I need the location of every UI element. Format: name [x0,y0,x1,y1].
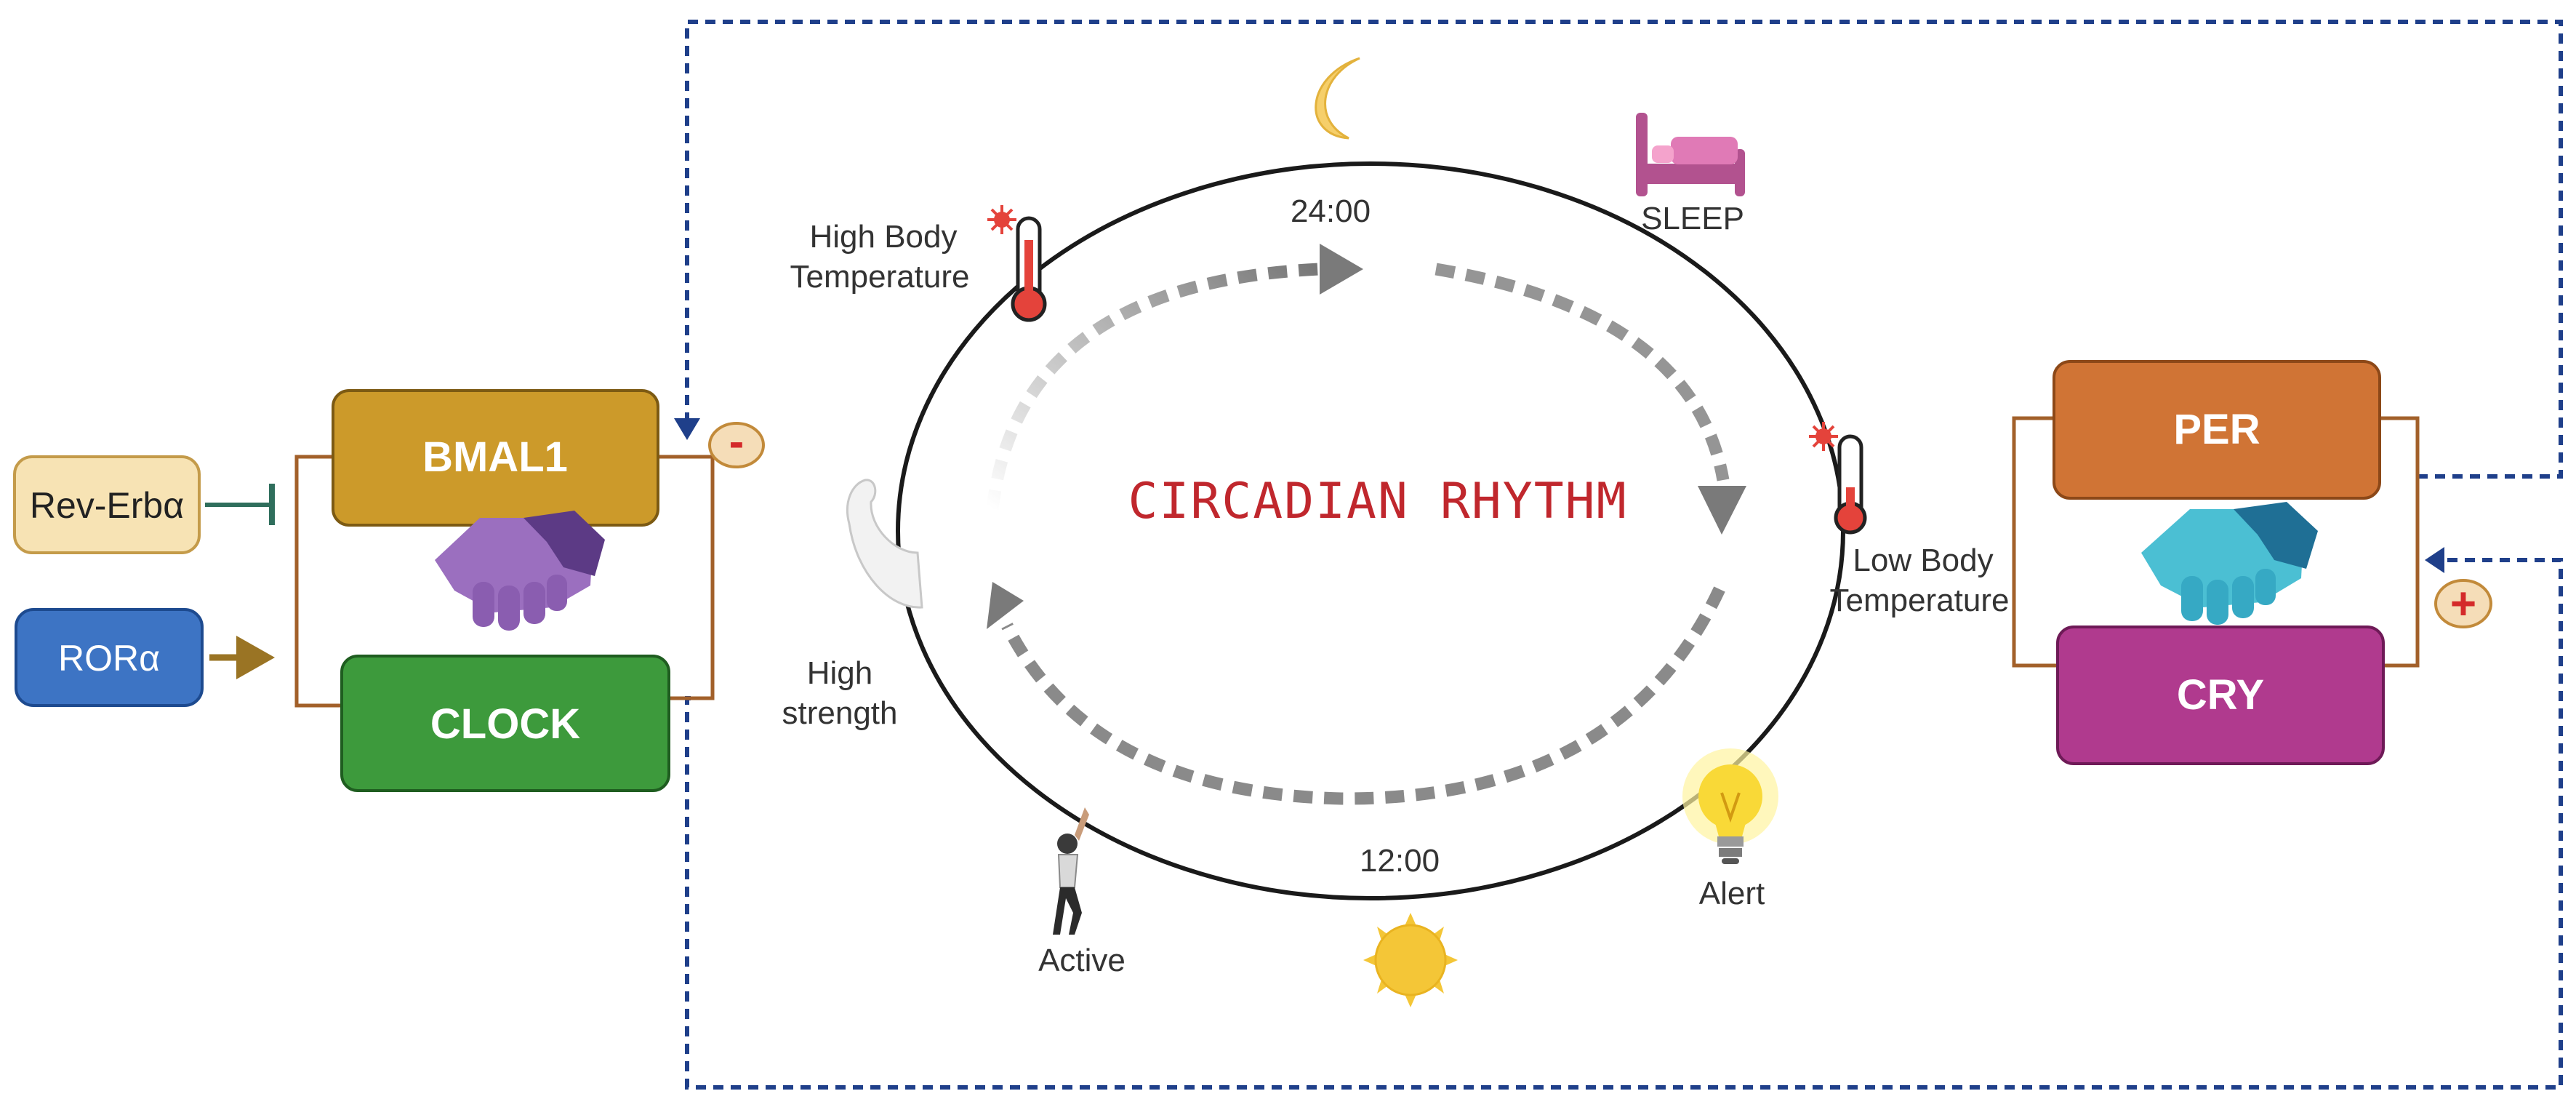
moon-icon [1315,57,1360,140]
minus-sign: - [729,417,745,467]
flexed-arm-icon [846,479,923,609]
low-temp-label-line1: Low Body [1853,543,1993,578]
bmal1-label: BMAL1 [422,433,568,481]
cycle-arrowhead-right [1698,486,1746,535]
cycle-arc-night [986,263,1320,510]
alert-label: Alert [1699,876,1765,911]
handshake-purple-icon [435,511,605,631]
low-temp-label-line2: Temperature [1829,583,2009,618]
sun-icon [1363,913,1458,1007]
cry-box [2056,626,2385,765]
feedback-top-line [685,20,2563,479]
stretching-person-icon [1053,807,1089,935]
minus-sign-badge [708,422,765,468]
time-2400: 24:00 [1291,193,1371,229]
cycle-arc-day [1001,586,1725,805]
ror-box [15,608,204,707]
cry-label: CRY [2177,671,2264,719]
bmal1-clock-module: BMAL1 CLOCK [294,389,715,792]
sleep-label: SLEEP [1641,201,1744,236]
cycle-arc-evening [1435,263,1730,481]
handshake-blue-icon [2141,502,2318,625]
high-temp-label-line1: High Body [809,219,957,255]
bed-icon [1636,113,1745,196]
clock-label: CLOCK [430,700,580,748]
per-cry-left-connector [2012,416,2058,668]
right-bracket-connector [658,455,715,700]
active-label: Active [1038,943,1126,978]
rev-erb-box [13,455,201,554]
rev-erb-label: Rev-Erbα [30,485,184,526]
ror-label: RORα [58,638,160,679]
per-cry-right-connector [2380,416,2420,668]
plus-sign-badge [2434,579,2492,628]
clock-box [340,655,670,792]
cycle-arrows [986,263,1730,805]
thermometer-high-icon [987,205,1047,322]
high-strength-label-line2: strength [782,695,898,731]
cycle-arrowhead-top [1320,244,1363,295]
diagram-title: CIRCADIAN RHYTHM [1128,473,1627,530]
time-1200: 12:00 [1360,843,1440,879]
feedback-arrowhead-down [674,418,700,440]
thermometer-low-icon [1809,422,1867,535]
ror-activation-arrowhead [236,636,275,679]
cycle-arrowhead-left [987,582,1024,629]
plus-sign: + [2450,579,2476,629]
per-label: PER [2173,406,2260,453]
left-bracket-connector [294,455,342,708]
per-cry-module: PER CRY [2012,360,2420,765]
feedback-arrowhead-left [2425,547,2444,573]
high-strength-label-line1: High [807,655,873,691]
light-bulb-icon [1682,748,1778,864]
high-temp-label-line2: Temperature [790,259,969,295]
per-box [2053,360,2381,500]
